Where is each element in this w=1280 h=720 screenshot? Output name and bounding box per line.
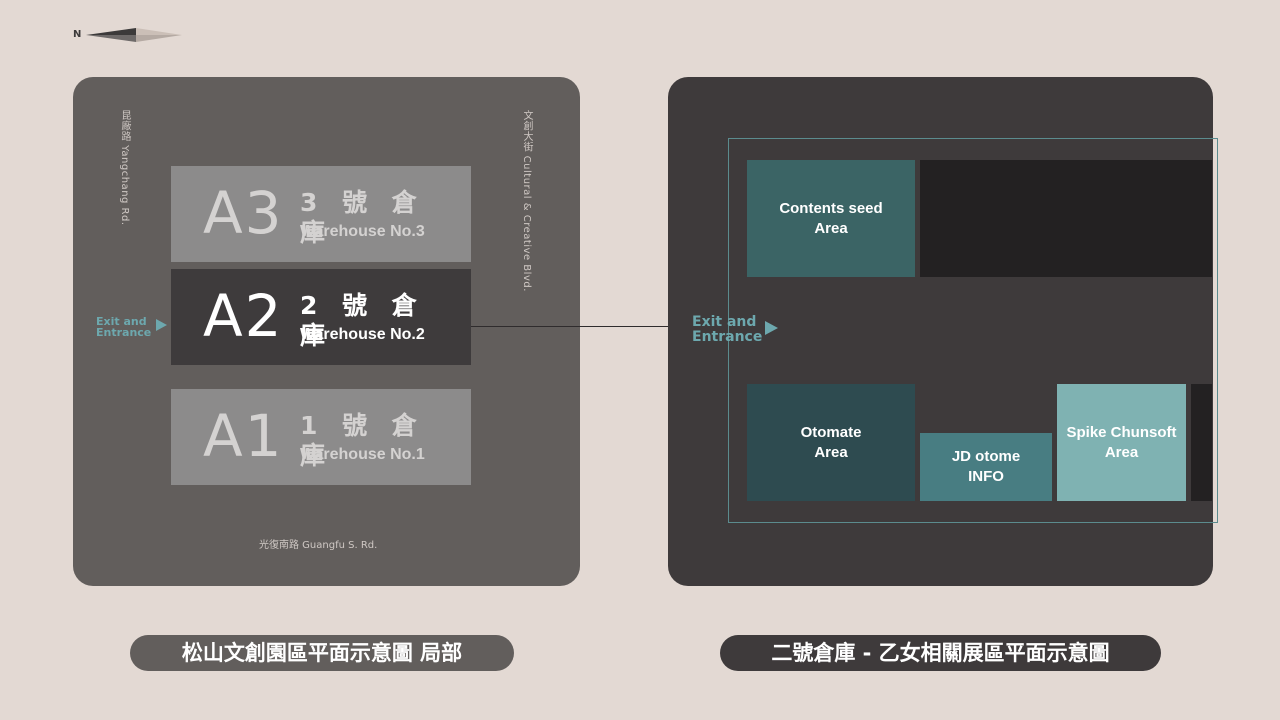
road-label-west: 昆廠路 Yangchang Rd. [119,110,130,226]
warehouse-code: A1 [203,402,284,470]
road-label-south: 光復南路 Guangfu S. Rd. [259,540,378,551]
warehouse-name-zh: 1 號 倉 庫 [300,411,425,470]
connector-line [471,326,668,327]
warehouse-a2: A2 2 號 倉 庫 Warehouse No.2 [171,269,471,365]
exit-label-line1: Exit and [96,315,147,328]
zone-label-line1: JD otome [951,448,1021,465]
entrance-arrow-icon [156,319,167,331]
exit-label-line1: Exit and [692,314,757,330]
caption-floor-plan: 二號倉庫 - 乙女相關展區平面示意圖 [720,635,1161,671]
exit-label-line2: Entrance [692,329,763,345]
warehouse-name-en: Warehouse No.2 [300,326,425,343]
zone-spike-chunsoft: Spike Chunsoft Area [1057,384,1186,501]
park-exit-label: Exit and Entrance [96,316,151,338]
warehouse-a3: A3 3 號 倉 庫 Warehouse No.3 [171,166,471,262]
zone-label-line1: Contents seed [779,199,883,217]
zone-label-line2: Area [814,443,848,461]
zone-label-line2: Area [814,219,848,237]
caption-park-map: 松山文創園區平面示意圖 局部 [130,635,514,671]
zone-label-line2: Area [1104,443,1139,461]
road-label-east: 文創大街 Cultural & Creative Blvd. [521,110,532,292]
entrance-arrow-icon [765,321,778,335]
zone-unlabeled-bottom [1191,384,1212,501]
warehouse-name-en: Warehouse No.3 [300,223,425,240]
compass-arrow-icon [86,28,182,42]
zone-label-line1: Otomate [800,423,862,441]
zone-contents-seed: Contents seed Area [747,160,915,277]
exit-label-line2: Entrance [96,326,152,339]
zone-jd-otome-info: JD otome INFO [920,433,1052,501]
warehouse-name-zh: 3 號 倉 庫 [300,188,425,247]
warehouse-name-en: Warehouse No.1 [300,446,425,463]
zone-label-line1: Spike Chunsoft [1066,423,1177,441]
compass-north-label: N [73,29,82,40]
warehouse-a1: A1 1 號 倉 庫 Warehouse No.1 [171,389,471,485]
zone-label-line2: INFO [968,468,1004,485]
hall-outline [728,138,1218,523]
zone-unlabeled-top [920,160,1212,277]
warehouse-code: A3 [203,179,284,247]
warehouse-name-zh: 2 號 倉 庫 [300,291,425,350]
hall-exit-label: Exit and Entrance [692,315,762,345]
zone-otomate: Otomate Area [747,384,915,501]
warehouse-code: A2 [203,282,284,350]
